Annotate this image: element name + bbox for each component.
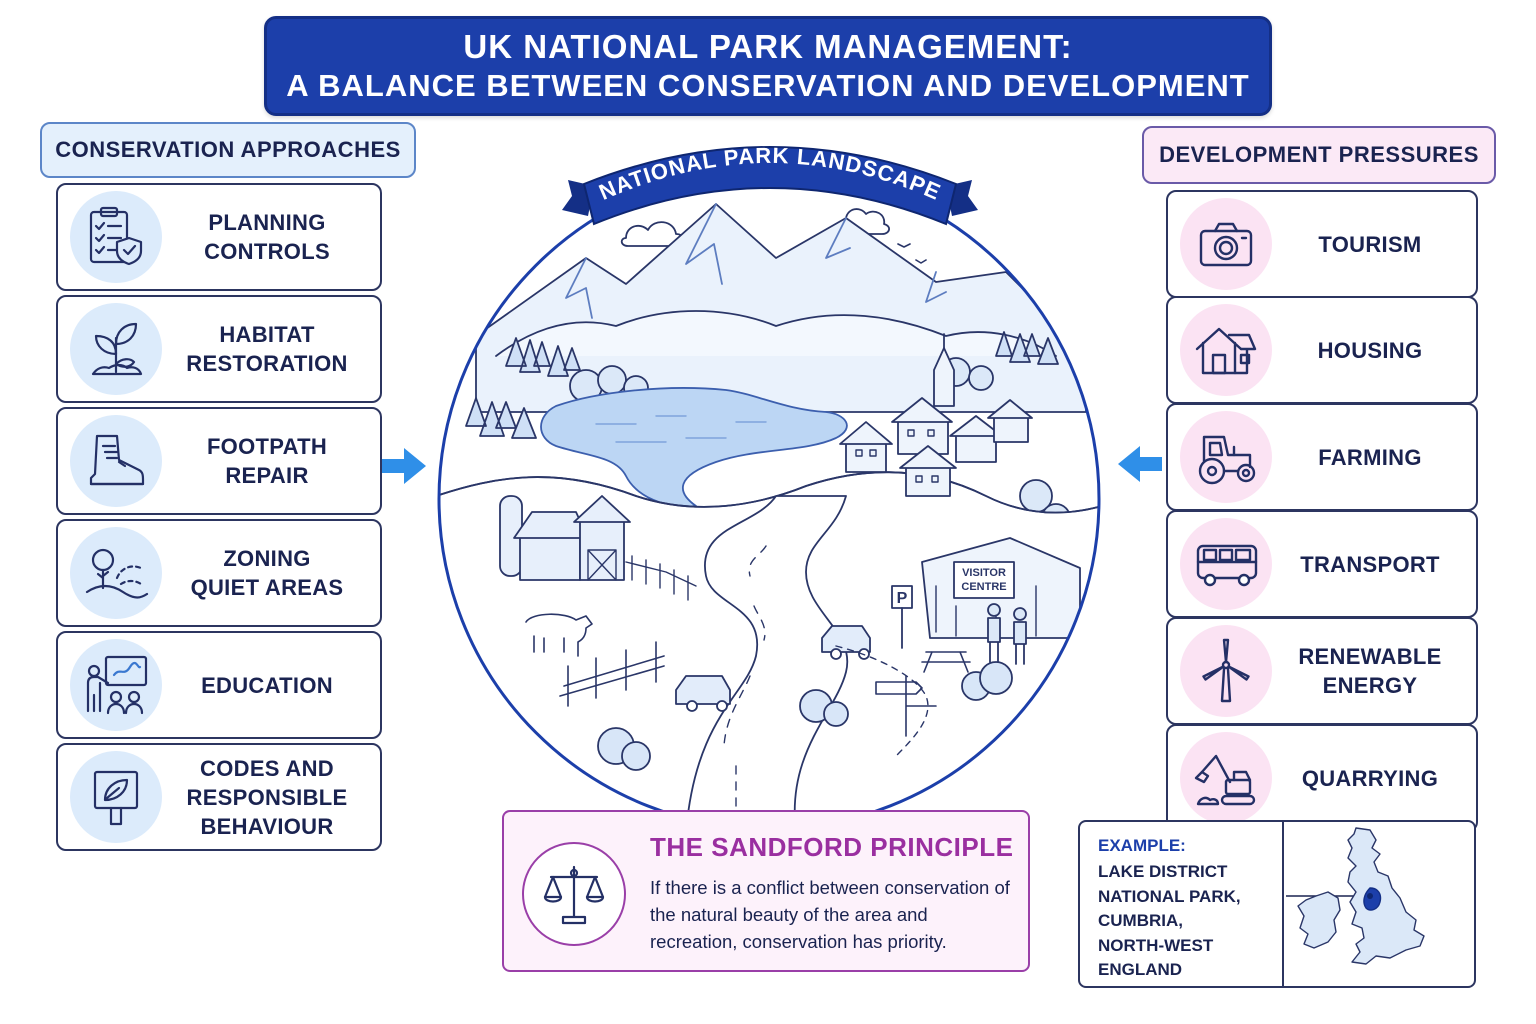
parking-sign-label: P bbox=[897, 590, 908, 607]
tree-hills-icon bbox=[70, 527, 162, 619]
example-text: LAKE DISTRICT NATIONAL PARK, CUMBRIA, NO… bbox=[1098, 862, 1241, 979]
development-pressures-heading: DEVELOPMENT PRESSURES bbox=[1142, 126, 1496, 184]
visitor-centre-label-line-1: VISITOR bbox=[962, 567, 1006, 579]
excavator-icon bbox=[1180, 732, 1272, 824]
card-zoning-quiet-areas: ZONING QUIET AREAS bbox=[56, 519, 382, 627]
card-footpath-repair: FOOTPATH REPAIR bbox=[56, 407, 382, 515]
example-divider bbox=[1282, 822, 1284, 986]
card-label: ZONING QUIET AREAS bbox=[190, 546, 344, 600]
card-tourism: TOURISM bbox=[1166, 190, 1478, 298]
card-housing: HOUSING bbox=[1166, 296, 1478, 404]
card-codes-responsible-behaviour: CODES AND RESPONSIBLE BEHAVIOUR bbox=[56, 743, 382, 851]
card-label: FARMING bbox=[1318, 444, 1422, 470]
seedling-icon bbox=[70, 303, 162, 395]
card-farming: FARMING bbox=[1166, 403, 1478, 511]
sandford-heading: THE SANDFORD PRINCIPLE bbox=[650, 832, 1014, 862]
card-planning-controls: PLANNING CONTROLS bbox=[56, 183, 382, 291]
card-label: EDUCATION bbox=[201, 672, 333, 698]
card-label: TRANSPORT bbox=[1300, 551, 1440, 577]
card-label: QUARRYING bbox=[1301, 765, 1439, 791]
scales-icon bbox=[522, 842, 626, 946]
card-label: HABITAT RESTORATION bbox=[186, 322, 348, 376]
visitor-centre-label-line-2: CENTRE bbox=[961, 581, 1006, 593]
tractor-icon bbox=[1180, 411, 1272, 503]
card-renewable-energy: RENEWABLE ENERGY bbox=[1166, 617, 1478, 725]
national-park-landscape-ribbon: NATIONAL PARK LANDSCAPE bbox=[562, 143, 978, 226]
card-education: EDUCATION bbox=[56, 631, 382, 739]
clipboard-shield-icon bbox=[70, 191, 162, 283]
boot-icon bbox=[70, 415, 162, 507]
card-transport: TRANSPORT bbox=[1166, 510, 1478, 618]
example-box: EXAMPLE: LAKE DISTRICT NATIONAL PARK, CU… bbox=[1078, 820, 1476, 988]
card-label: PLANNING CONTROLS bbox=[204, 210, 330, 264]
uk-map-icon bbox=[1286, 827, 1425, 965]
leaf-sign-icon bbox=[70, 751, 162, 843]
example-label: EXAMPLE: bbox=[1098, 836, 1186, 855]
card-quarrying: QUARRYING bbox=[1166, 724, 1478, 832]
conservation-approaches-heading: CONSERVATION APPROACHES bbox=[40, 122, 416, 178]
national-park-landscape-illustration: VISITOR CENTRE P bbox=[437, 167, 1101, 831]
title-line-2: A BALANCE BETWEEN CONSERVATION AND DEVEL… bbox=[286, 68, 1250, 103]
sandford-principle-box: THE SANDFORD PRINCIPLE If there is a con… bbox=[502, 810, 1030, 972]
page-title: UK NATIONAL PARK MANAGEMENT: A BALANCE B… bbox=[264, 16, 1272, 116]
card-label: FOOTPATH REPAIR bbox=[206, 434, 328, 488]
bus-icon bbox=[1180, 518, 1272, 610]
sandford-text: If there is a conflict between conservat… bbox=[650, 877, 1010, 952]
wind-turbine-icon bbox=[1180, 625, 1272, 717]
card-label: RENEWABLE ENERGY bbox=[1298, 644, 1442, 698]
title-line-1: UK NATIONAL PARK MANAGEMENT: bbox=[463, 28, 1073, 65]
card-label: HOUSING bbox=[1317, 337, 1423, 363]
arrow-right-icon bbox=[382, 448, 426, 484]
teacher-board-icon bbox=[70, 639, 162, 731]
camera-icon bbox=[1180, 198, 1272, 290]
house-icon bbox=[1180, 304, 1272, 396]
card-label: TOURISM bbox=[1318, 231, 1422, 257]
card-habitat-restoration: HABITAT RESTORATION bbox=[56, 295, 382, 403]
arrow-left-icon bbox=[1118, 446, 1162, 482]
card-label: CODES AND RESPONSIBLE BEHAVIOUR bbox=[186, 755, 348, 839]
